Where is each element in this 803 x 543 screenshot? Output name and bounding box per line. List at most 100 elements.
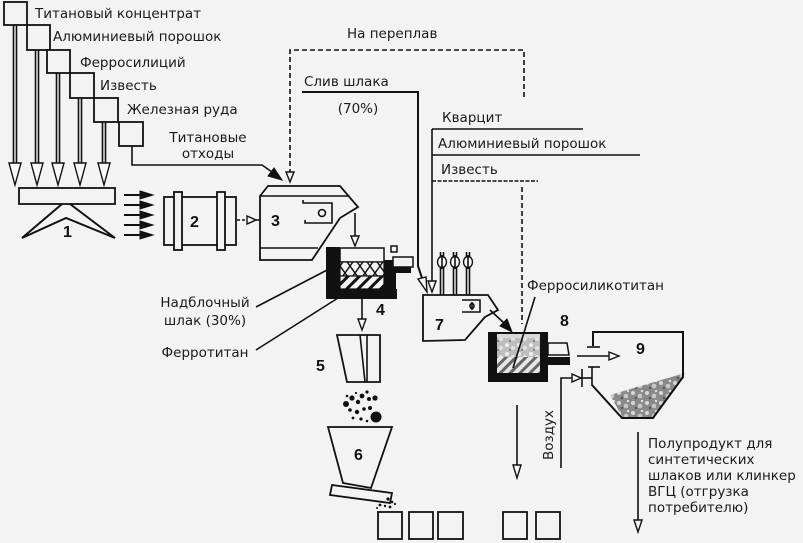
- arrow-right-icon: [124, 210, 155, 220]
- arrow-down-icon: [8, 25, 22, 188]
- bin-lime: [69, 72, 95, 99]
- arrow-down-icon: [73, 98, 87, 188]
- air-supply: Воздух: [512, 372, 583, 481]
- arrow-down-icon: [30, 50, 44, 188]
- arrow-head-icon: [357, 318, 367, 333]
- arrow-head-icon: [633, 519, 643, 535]
- arrow-down-icon: [97, 122, 111, 188]
- remelt-return-line: На переплав: [284, 26, 525, 184]
- container: [535, 511, 561, 540]
- label-titanium-waste-line2: отходы: [182, 146, 234, 162]
- unit-1-dosing-conveyor: 1: [18, 187, 116, 241]
- tap-hole-icon: [462, 299, 481, 313]
- arrow-right-icon: [124, 220, 155, 230]
- label-air: Воздух: [541, 410, 557, 460]
- unit-label-7: 7: [435, 317, 444, 334]
- arrow-head-icon: [571, 372, 583, 384]
- tap-hole-icon: [302, 200, 333, 224]
- label-slag-drain: Слив шлака: [304, 74, 389, 90]
- unit-2-mixer: 2: [163, 191, 237, 251]
- unit-label-5: 5: [316, 358, 325, 375]
- semi-product-output: Полупродукт для синтетических шлаков или…: [633, 432, 796, 535]
- label-semi-product-line1: Полупродукт для: [648, 436, 772, 452]
- unit-8-ladle: 8 Ферросиликотитан: [488, 278, 664, 382]
- arrow-head-icon: [267, 167, 284, 181]
- leader-line: [255, 297, 339, 351]
- unit-4-ingot-mould: 4: [326, 245, 414, 319]
- arrow-head-icon: [284, 171, 296, 184]
- transfer-3-to-4: [349, 213, 361, 248]
- label-iron-ore: Железная руда: [127, 102, 238, 118]
- container: [377, 511, 403, 540]
- label-remelt: На переплав: [347, 26, 437, 42]
- label-titanium-waste-line1: Титановые: [168, 130, 246, 146]
- bin-ferrosilicon: [46, 49, 71, 74]
- titanium-waste-route: [131, 146, 284, 181]
- unit-label-2: 2: [190, 214, 199, 231]
- input-bins: Титановый концентрат Алюминиевый порошок…: [3, 1, 247, 162]
- arrow-right-icon: [124, 200, 155, 210]
- bin-iron-ore: [93, 97, 119, 123]
- unit-6-hopper: 6: [326, 426, 397, 509]
- slag-drain-line: Слив шлака (70%): [302, 74, 428, 295]
- electrode-icon: [462, 252, 474, 295]
- unit-7-arc-furnace: 7: [422, 252, 500, 342]
- label-top-block-slag-line1: Надблочный: [160, 295, 249, 311]
- arrow-head-icon: [427, 280, 437, 295]
- label-top-block-slag-line2: шлак (30%): [164, 313, 246, 329]
- label-semi-product-line5: потребителю): [648, 500, 748, 516]
- unit-3-smelting-furnace: 3: [259, 185, 360, 261]
- transfer-arrows-1-to-2: [124, 190, 155, 240]
- additions-to-unit-7: Кварцит Алюминиевый порошок Известь: [427, 110, 640, 324]
- product-containers: [377, 511, 561, 540]
- arrow-head-icon: [499, 318, 513, 334]
- crushed-pieces: [343, 390, 382, 423]
- unit-9-granulation-chamber: 9: [577, 331, 685, 419]
- container: [502, 511, 528, 540]
- bin-titanium-waste: [118, 121, 144, 147]
- label-semi-product-line4: ВГЦ (отгрузка: [648, 484, 749, 500]
- label-titanium-concentrate: Титановый концентрат: [34, 6, 201, 22]
- arrow-right-icon: [124, 230, 155, 240]
- bin-aluminum-powder: [26, 24, 51, 51]
- label-aluminum-powder-2: Алюминиевый порошок: [438, 136, 606, 152]
- arrow-right-icon: [124, 190, 155, 200]
- unit-label-4: 4: [376, 302, 385, 319]
- unit-label-8: 8: [560, 313, 569, 330]
- arrow-head-icon: [349, 235, 361, 248]
- unit-label-9: 9: [636, 341, 645, 358]
- unit-5-crusher: 5: [316, 334, 381, 383]
- label-ferrosilicon: Ферросилиций: [80, 55, 186, 71]
- electrode-icon: [436, 252, 448, 295]
- label-ferrosilicotitanium: Ферросиликотитан: [527, 278, 664, 294]
- unit-4-product-labels: Надблочный шлак (30%) Ферротитан: [160, 267, 339, 361]
- arrow-head-icon: [416, 276, 428, 295]
- transfer-7-to-8: [489, 309, 513, 334]
- arrow-head-icon: [512, 464, 522, 481]
- leader-line: [255, 267, 332, 308]
- label-aluminum-powder: Алюминиевый порошок: [53, 29, 221, 45]
- label-lime-2: Известь: [441, 162, 498, 178]
- transfer-2-to-3: [237, 214, 260, 226]
- unit-label-3: 3: [271, 213, 280, 230]
- arrow-head-icon: [246, 214, 258, 226]
- label-quartzite: Кварцит: [442, 110, 502, 126]
- unit-label-1: 1: [63, 224, 72, 241]
- label-semi-product-line3: шлаков или клинкер: [648, 468, 796, 484]
- arrow-head-icon: [608, 350, 621, 362]
- label-semi-product-line2: синтетических: [648, 452, 754, 468]
- arrow-down-icon: [51, 73, 65, 188]
- container: [437, 511, 464, 540]
- unit-label-6: 6: [354, 447, 363, 464]
- transfer-4-to-5: [357, 299, 367, 333]
- container: [408, 511, 434, 540]
- bin-titanium-concentrate: [3, 1, 28, 26]
- feed-arrows: [8, 25, 111, 188]
- label-lime: Известь: [100, 78, 157, 94]
- electrode-icon: [449, 252, 461, 295]
- label-ferrotitanium: Ферротитан: [162, 345, 249, 361]
- leader-line: [512, 296, 536, 369]
- label-slag-drain-percent: (70%): [338, 101, 379, 117]
